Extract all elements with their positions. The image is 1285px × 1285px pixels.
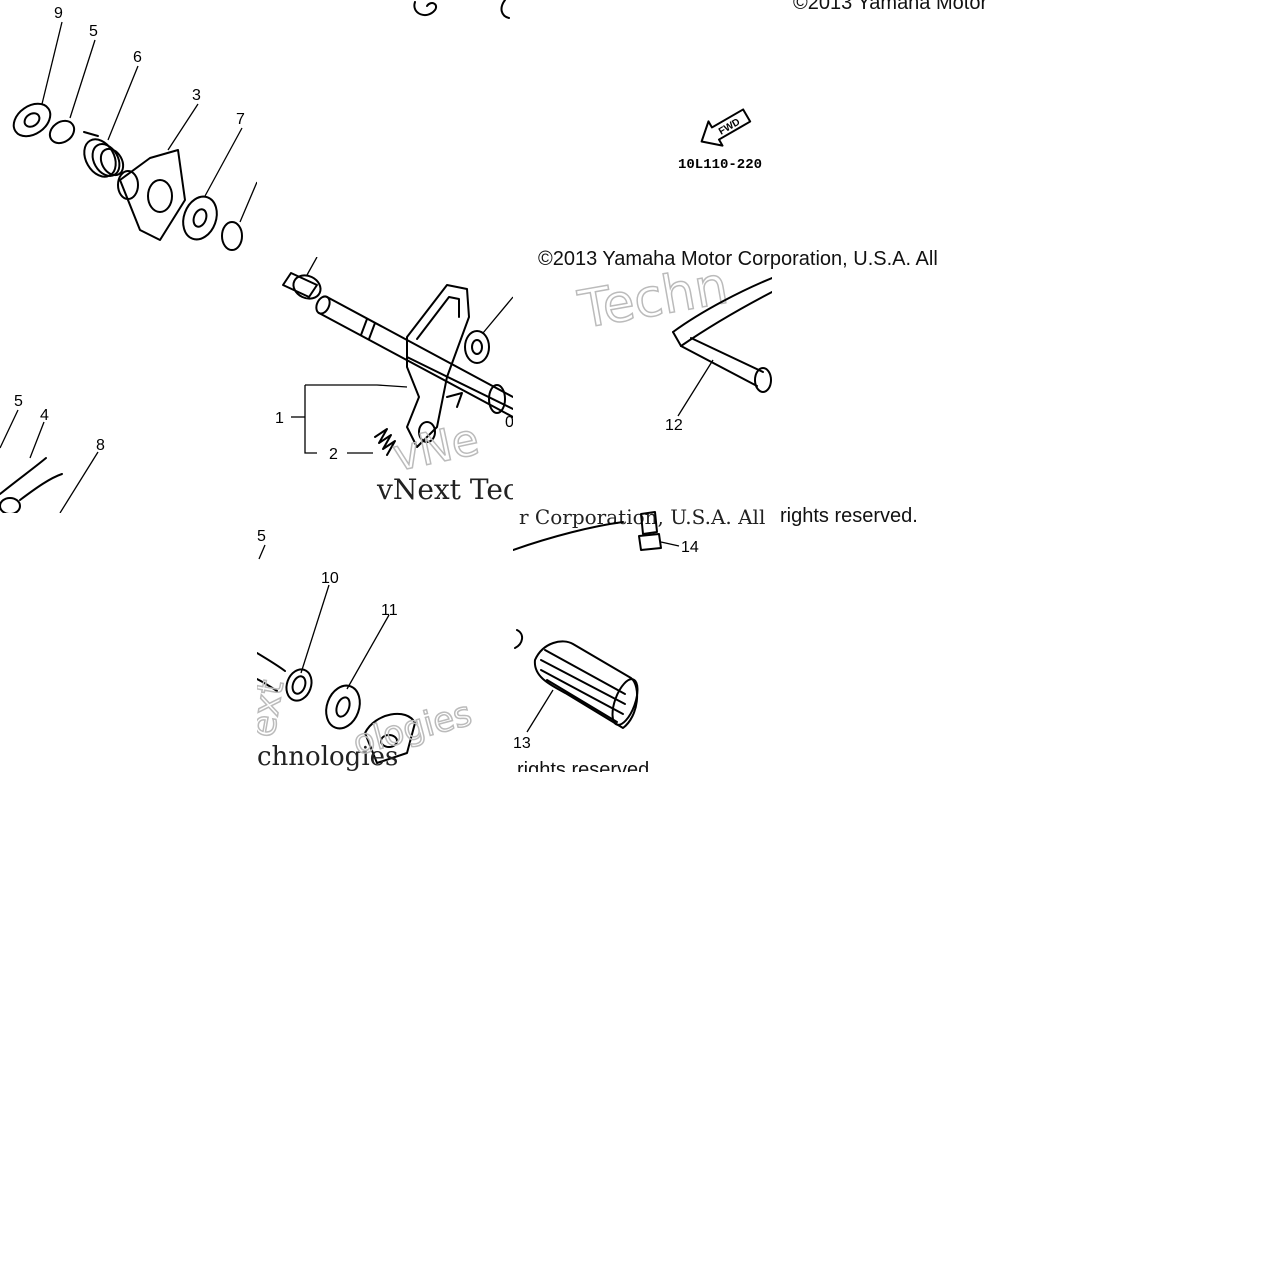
callout-8: 8 [96, 437, 105, 454]
callout-1: 1 [275, 410, 284, 427]
spring-6 [83, 131, 125, 178]
diagram-tile-center: 1 2 0 vNext Tec vNe [257, 257, 513, 513]
svg-text:ext: ext [257, 677, 292, 740]
part-code: 10L110-220 [678, 157, 762, 173]
collar [282, 272, 322, 300]
pedal-rubber-13 [533, 640, 639, 729]
callout-9: 9 [54, 5, 63, 22]
callout-5: 5 [89, 23, 98, 40]
diagram-tile-rubber: 13 rights reserved. [513, 620, 653, 772]
callout-5-left: 5 [14, 393, 23, 410]
callout-11: 11 [381, 602, 398, 619]
collar-10 [285, 668, 313, 702]
washer-7 [182, 195, 218, 241]
washer-9 [12, 102, 52, 138]
diagram-tile-left-mid: 5 4 8 [0, 388, 257, 513]
copyright-top: ©2013 Yamaha Motor [793, 0, 988, 14]
washer-11 [325, 684, 361, 730]
copyright-right: rights reserved. [780, 505, 918, 527]
callout-0: 0 [505, 414, 513, 431]
copyright-bottom: rights reserved. [517, 759, 653, 772]
spring-2 [374, 428, 396, 456]
shift-shaft-1 [315, 295, 513, 418]
watermark-ologies: ologies [349, 694, 476, 764]
circlip-5b [221, 221, 243, 251]
diagram-tile-fwd: FWD 10L110-220 [670, 100, 774, 176]
callout-3: 3 [192, 87, 201, 104]
watermark-techn: Techn [574, 270, 733, 341]
diagram-tile-top-left: 9 5 6 3 7 [0, 0, 257, 257]
callout-6: 6 [133, 49, 142, 66]
callout-7: 7 [236, 111, 245, 128]
shift-arm-3 [117, 149, 186, 241]
diagram-tile-bolt: r Corporation, U.S.A. All 14 [513, 500, 772, 564]
callout-4: 4 [40, 407, 49, 424]
callout-2: 2 [329, 446, 338, 463]
diagram-tile-bottom-left: ext chnologies ologies 5 10 11 [257, 523, 513, 772]
callout-14: 14 [681, 539, 699, 556]
watermark-chnologies: chnologies [257, 742, 398, 772]
diagram-tile-top-fragment [401, 0, 513, 22]
washer-right [464, 330, 490, 364]
callout-12: 12 [665, 417, 683, 434]
shift-lever-plate [406, 284, 470, 448]
watermark-vnext: vNext Tec [376, 473, 513, 506]
lever-end [364, 713, 416, 764]
shift-pedal-12 [672, 277, 772, 393]
bolt-14 [638, 511, 662, 551]
svg-text:vNe: vNe [389, 414, 484, 482]
circlip-5 [48, 119, 76, 145]
diagram-tile-pedal: Techn 12 [513, 270, 772, 440]
copyright-mid: ©2013 Yamaha Motor Corporation, U.S.A. A… [538, 248, 938, 270]
fwd-arrow-icon: FWD [700, 108, 752, 147]
callout-5-bottom: 5 [257, 528, 266, 545]
callout-13: 13 [513, 735, 531, 752]
callout-10: 10 [321, 570, 339, 587]
